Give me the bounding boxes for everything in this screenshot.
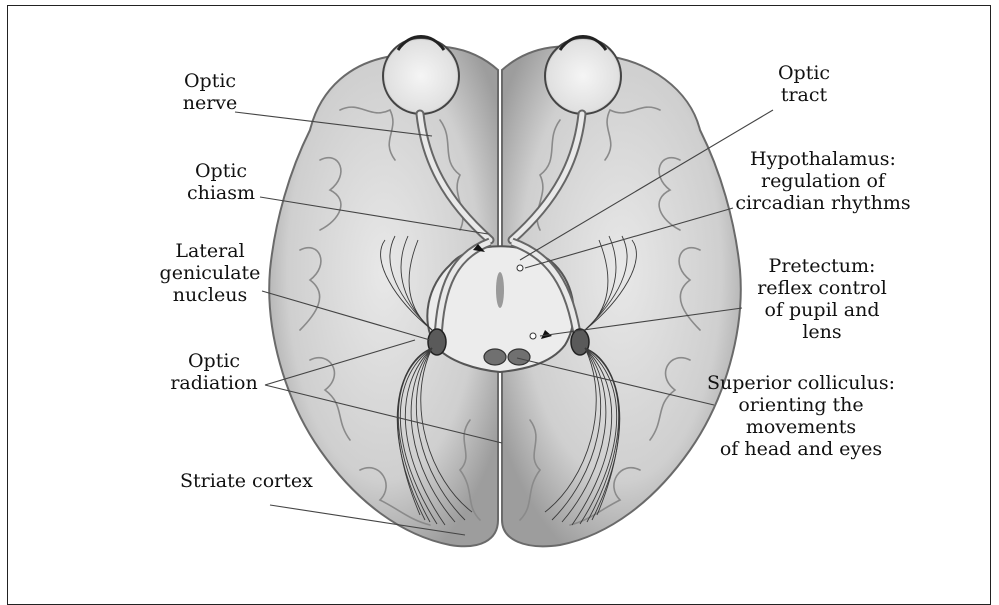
left-eye [383,38,459,114]
label-line: orienting the [690,394,912,416]
label-line: radiation [163,372,265,394]
label-line: Optic [765,62,843,84]
label-line: circadian rhythms [716,192,930,214]
label-optic-tract: Optic tract [765,62,843,106]
label-line: geniculate [150,262,270,284]
label-line: Superior colliculus: [690,372,912,394]
label-line: Optic [163,350,265,372]
hypothalamus-nucleus [517,265,523,271]
label-line: of pupil and [742,299,902,321]
superior-colliculus-left [484,349,506,365]
label-optic-radiation: Optic radiation [163,350,265,394]
label-line: of head and eyes [690,438,912,460]
label-line: reflex control [742,277,902,299]
label-line: lens [742,321,902,343]
label-line: Hypothalamus: [716,148,930,170]
label-line: Optic [176,160,266,182]
label-line: Lateral [150,240,270,262]
right-eye [545,38,621,114]
label-pretectum: Pretectum: reflex control of pupil and l… [742,255,902,343]
label-line: Pretectum: [742,255,902,277]
label-line: Striate cortex [180,470,313,492]
label-line: nucleus [150,284,270,306]
label-hypothalamus: Hypothalamus: regulation of circadian rh… [716,148,930,214]
label-line: Optic [168,70,252,92]
label-line: tract [765,84,843,106]
label-striate-cortex: Striate cortex [180,470,313,492]
label-line: nerve [168,92,252,114]
label-optic-chiasm: Optic chiasm [176,160,266,204]
label-line: regulation of [716,170,930,192]
label-superior-colliculus: Superior colliculus: orienting the movem… [690,372,912,460]
label-lateral-geniculate-nucleus: Lateral geniculate nucleus [150,240,270,306]
label-line: movements [690,416,912,438]
pretectum-nucleus [530,333,536,339]
label-optic-nerve: Optic nerve [168,70,252,114]
pituitary-shape [496,272,504,308]
superior-colliculus-right [508,349,530,365]
label-line: chiasm [176,182,266,204]
